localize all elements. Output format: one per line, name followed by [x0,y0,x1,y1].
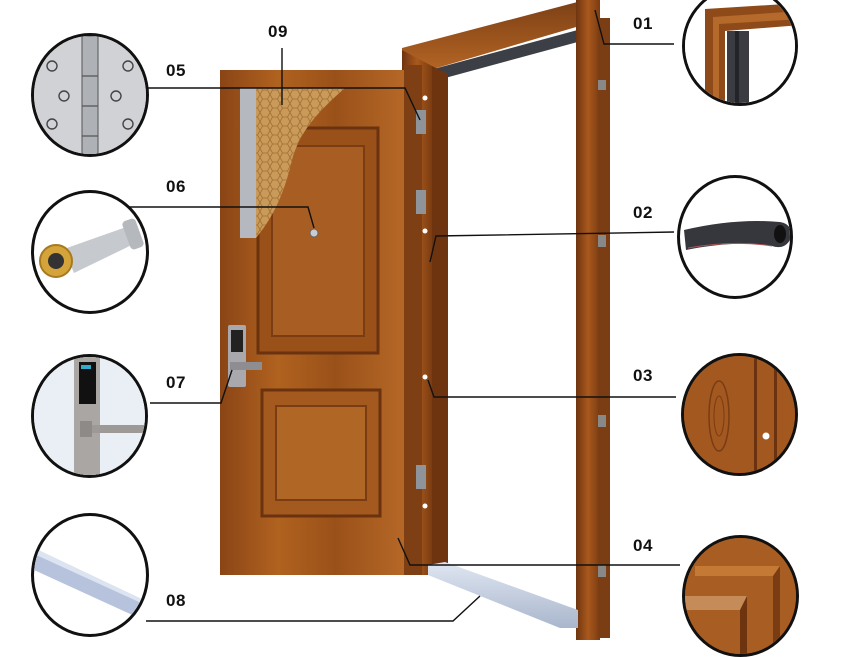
callout-label-08: 08 [166,591,186,610]
door-drawing [128,0,680,640]
hinge-icon [34,36,146,154]
detail-frame-corner [682,0,798,106]
detail-threshold [31,513,149,637]
detail-keypad-lock [31,354,148,478]
keypad-lock-icon [34,357,145,475]
door-illustration [128,0,680,640]
callout-label-05: 05 [166,61,186,80]
peephole-icon [39,218,144,278]
callout-label-04: 04 [633,536,653,555]
panel-molding-icon [685,538,796,654]
detail-wood-surface [681,353,798,476]
callout-label-02: 02 [633,203,653,222]
wood-grain-icon [684,356,795,473]
rubber-seal-icon [684,221,790,250]
callout-label-09: 09 [268,22,288,41]
threshold-icon [34,548,146,622]
detail-panel-molding [682,535,799,657]
callout-label-07: 07 [166,373,186,392]
frame-corner-icon [685,0,795,103]
detail-rubber-seal [677,175,793,299]
detail-peephole [31,190,149,314]
callout-label-01: 01 [633,14,653,33]
callout-label-03: 03 [633,366,653,385]
callout-label-06: 06 [166,177,186,196]
detail-hinge [31,33,149,157]
